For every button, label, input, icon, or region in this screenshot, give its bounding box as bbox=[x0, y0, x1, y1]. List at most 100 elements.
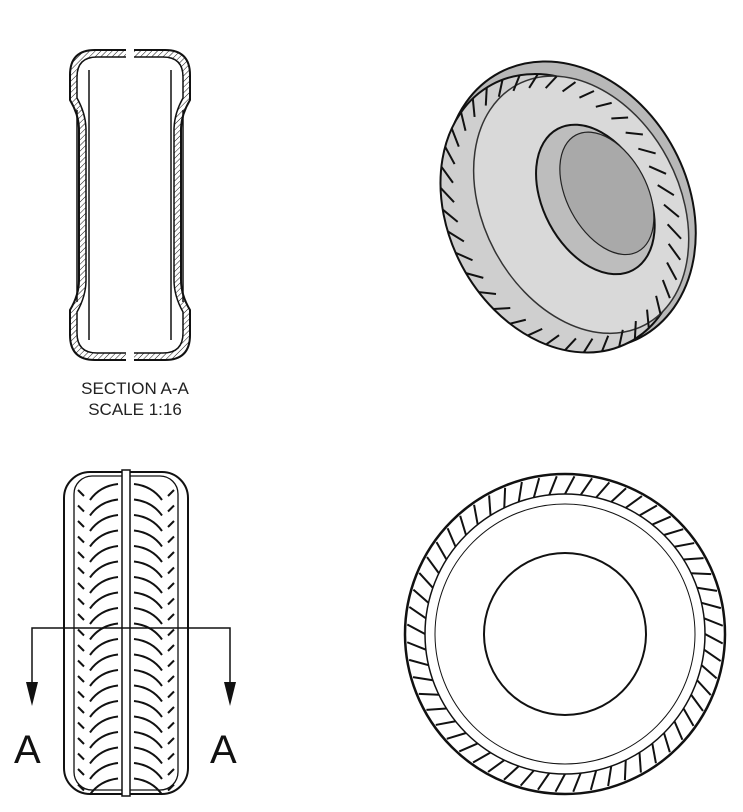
front-tread-left bbox=[89, 746, 119, 765]
section-scale: SCALE 1:16 bbox=[88, 400, 182, 419]
side-tread-lug bbox=[663, 732, 671, 753]
side-tread-lug bbox=[607, 765, 613, 787]
side-tread-lug bbox=[458, 742, 479, 753]
side-tread-lug bbox=[418, 572, 434, 589]
front-tread-edge-right bbox=[167, 783, 175, 792]
front-tread-edge-right bbox=[167, 551, 175, 559]
iso-tread-lug bbox=[666, 223, 682, 240]
front-tread-edge-right bbox=[167, 489, 175, 497]
front-tread-left bbox=[89, 715, 119, 734]
side-tread-lug bbox=[610, 487, 627, 503]
front-tread-left bbox=[89, 638, 119, 656]
front-tread-left bbox=[89, 669, 119, 687]
section-top-gap bbox=[126, 46, 134, 60]
front-tread-left bbox=[89, 653, 119, 672]
side-tread-lug bbox=[638, 504, 658, 517]
front-tread-edge-right bbox=[167, 535, 175, 544]
iso-tread-lug bbox=[595, 101, 612, 108]
side-tread-lug bbox=[572, 772, 582, 793]
side-tread-lug bbox=[537, 772, 551, 791]
front-tread-right bbox=[133, 669, 163, 687]
side-tread-lug bbox=[579, 477, 593, 496]
front-tread-edge-left bbox=[77, 783, 85, 792]
side-tread-lug bbox=[663, 528, 684, 536]
iso-tread-lug bbox=[611, 116, 629, 120]
front-tread-left bbox=[89, 607, 119, 625]
front-tread-edge-left bbox=[77, 551, 85, 559]
front-tread-edge-right bbox=[167, 520, 175, 528]
front-tread-right bbox=[133, 746, 163, 765]
front-tread-edge-right bbox=[167, 752, 175, 761]
iso-tread-lug bbox=[561, 81, 577, 93]
side-tread-lug bbox=[690, 694, 704, 712]
iso-tread-lug bbox=[528, 73, 539, 89]
side-tread-lug bbox=[691, 572, 712, 576]
front-tread-edge-right bbox=[167, 737, 175, 745]
iso-tread-lug bbox=[582, 338, 594, 353]
front-tread-edge-left bbox=[77, 675, 85, 683]
iso-tread-lug bbox=[450, 128, 460, 147]
iso-tire-hole-inner bbox=[559, 131, 655, 256]
side-tread-lug bbox=[673, 720, 684, 741]
iso-tread-lug bbox=[465, 272, 484, 279]
iso-tread-lug bbox=[667, 243, 682, 261]
iso-tread-lug bbox=[493, 307, 511, 311]
front-tread-edge-left bbox=[77, 768, 85, 776]
front-tread-edge-right bbox=[167, 675, 175, 683]
side-tread-lug bbox=[408, 658, 429, 667]
side-tread-lug bbox=[589, 770, 598, 791]
section-label: SECTION A-A SCALE 1:16 bbox=[60, 378, 210, 420]
iso-tread-lug bbox=[512, 74, 521, 92]
front-tread-edge-right bbox=[167, 566, 175, 575]
iso-tread-lug bbox=[618, 329, 624, 348]
front-tread-edge-left bbox=[77, 628, 85, 637]
iso-tread-lug bbox=[447, 230, 465, 243]
front-tread-left bbox=[89, 514, 119, 532]
side-tread-lug bbox=[459, 515, 467, 536]
front-tread-left bbox=[89, 762, 119, 780]
front-tread-right bbox=[133, 498, 163, 517]
front-tread-left bbox=[89, 498, 119, 517]
front-tread-edge-right bbox=[167, 659, 175, 668]
side-tread-lug bbox=[595, 481, 611, 499]
front-tread-left bbox=[89, 560, 119, 579]
front-tread-edge-left bbox=[77, 721, 85, 730]
front-tread-left bbox=[89, 731, 119, 749]
section-inner-cavity bbox=[76, 56, 184, 354]
front-tread-right bbox=[133, 731, 163, 749]
iso-tread-lug bbox=[661, 279, 671, 299]
iso-tread-lug bbox=[633, 320, 637, 340]
front-tread-edge-left bbox=[77, 706, 85, 714]
iso-tread-lug bbox=[655, 295, 662, 315]
front-tread-edge-left bbox=[77, 535, 85, 544]
front-tread-edge-right bbox=[167, 504, 175, 513]
iso-tread-lug bbox=[601, 335, 610, 352]
side-tread-lug bbox=[406, 641, 427, 651]
side-tread-lug bbox=[703, 617, 724, 627]
cut-line-a-a bbox=[31, 627, 231, 685]
iso-tread-lug bbox=[484, 87, 488, 106]
side-tread-lug bbox=[487, 759, 505, 773]
front-tread-edge-left bbox=[77, 504, 85, 513]
iso-tread-lug bbox=[663, 203, 680, 218]
section-title: SECTION A-A bbox=[81, 379, 189, 398]
cut-arrow-right bbox=[224, 682, 236, 706]
side-tread-lug bbox=[651, 515, 672, 526]
front-tread-edge-left bbox=[77, 582, 85, 590]
front-tread-left bbox=[89, 777, 119, 796]
iso-tread-lug bbox=[564, 337, 577, 351]
front-tread-edge-right bbox=[167, 582, 175, 590]
front-tread-right bbox=[133, 700, 163, 718]
side-tread-lug bbox=[426, 707, 447, 711]
side-tread-lug bbox=[435, 541, 448, 561]
side-tread-lug bbox=[519, 769, 535, 787]
front-tread-edge-right bbox=[167, 613, 175, 621]
side-tread-lug bbox=[704, 633, 724, 645]
front-tread-edge-left bbox=[77, 737, 85, 745]
side-tread-lug bbox=[412, 588, 430, 604]
iso-tread-lug bbox=[544, 75, 558, 89]
side-tread-lug bbox=[623, 760, 627, 781]
side-tread-pattern bbox=[406, 475, 724, 793]
front-tread-right bbox=[133, 607, 163, 625]
